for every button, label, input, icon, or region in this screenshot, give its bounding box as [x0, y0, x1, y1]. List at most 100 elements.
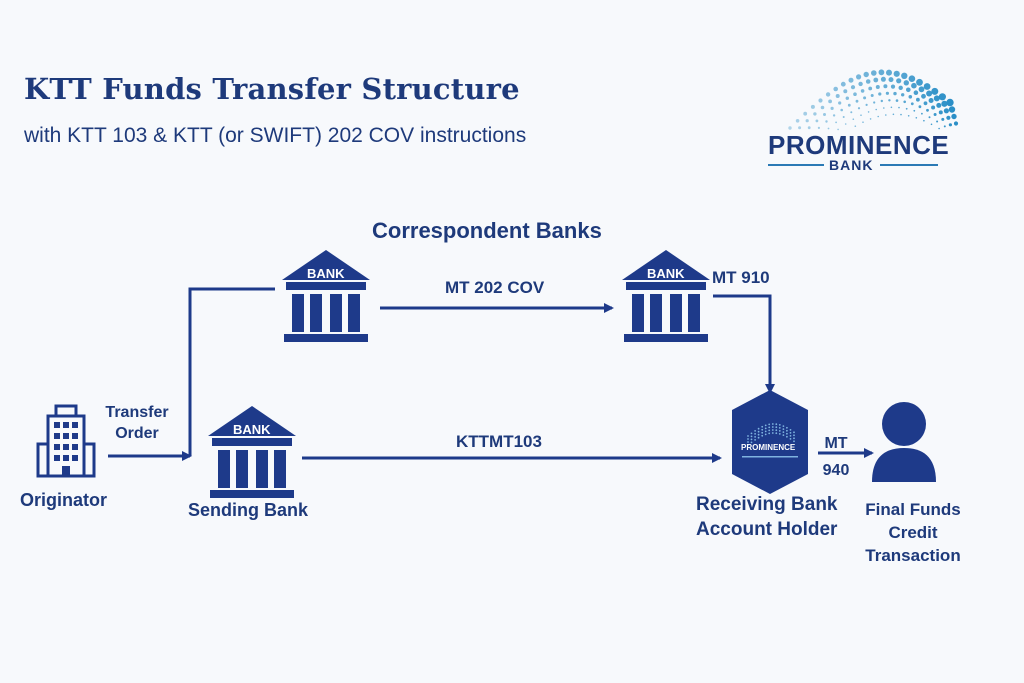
- badge-dot: [775, 429, 778, 432]
- logo-dot: [820, 105, 825, 110]
- logo-dot: [930, 123, 933, 126]
- logo-dot: [923, 119, 925, 122]
- badge-dot: [771, 423, 774, 425]
- badge-dot: [764, 424, 767, 427]
- logo-dot: [798, 126, 802, 130]
- logo-dot: [903, 100, 906, 104]
- logo-dot: [835, 94, 840, 98]
- logo-dot: [828, 99, 832, 104]
- logo-dot: [815, 119, 819, 123]
- logo-dot: [848, 77, 854, 83]
- logo-dot: [938, 127, 940, 130]
- sending-bank-icon: [208, 406, 296, 498]
- badge-dot: [768, 432, 771, 435]
- logo-dot: [867, 111, 870, 113]
- logo-dot: [948, 123, 952, 127]
- logo-dot: [832, 114, 836, 117]
- logo-dot: [854, 125, 857, 127]
- badge-dot: [775, 432, 778, 435]
- badge-dot: [754, 439, 756, 441]
- badge-dot: [789, 438, 792, 440]
- logo-dot: [862, 121, 864, 123]
- transfer-order-label: Transfer Order: [105, 404, 169, 442]
- badge-dot: [789, 429, 792, 431]
- logo-dot: [883, 84, 888, 89]
- logo-dot: [893, 91, 897, 96]
- logo-dot: [923, 101, 928, 106]
- badge-dot: [757, 436, 760, 439]
- logo-dot: [853, 92, 857, 96]
- mt202cov-label: MT 202 COV: [445, 278, 545, 297]
- logo-dot: [788, 126, 792, 130]
- logo-dot: [885, 114, 887, 116]
- badge-dot: [771, 426, 774, 428]
- logo-dot: [842, 116, 845, 118]
- logo-dot: [858, 81, 863, 87]
- logo-dot: [911, 82, 917, 89]
- logo-dot: [918, 86, 925, 93]
- logo-dot: [948, 106, 956, 113]
- badge-dot: [750, 432, 753, 435]
- logo-dot: [825, 120, 828, 123]
- logo-dot: [892, 113, 895, 116]
- badge-dot: [757, 433, 760, 436]
- logo-dot: [901, 72, 908, 79]
- badge-dot: [761, 428, 764, 431]
- badge-dot: [768, 429, 771, 432]
- badge-dot: [761, 425, 764, 428]
- correspondent-bank-2-icon: [622, 250, 710, 342]
- building-icon: [36, 404, 96, 478]
- logo-dot: [835, 121, 837, 124]
- logo-dot: [807, 126, 811, 130]
- logo-dot: [855, 99, 859, 103]
- logo-rule-right: [880, 164, 938, 166]
- badge-dot: [768, 423, 771, 426]
- page-subtitle: with KTT 103 & KTT (or SWIFT) 202 COV in…: [24, 124, 527, 147]
- logo-dot: [840, 81, 846, 87]
- logo-dot: [888, 99, 891, 102]
- badge-dot: [775, 423, 778, 426]
- badge-dot: [793, 437, 795, 440]
- badge-dot: [750, 435, 753, 438]
- badge-dot: [782, 428, 785, 430]
- badge-dot: [771, 432, 774, 434]
- badge-dot: [775, 426, 778, 429]
- bank-roof-label: BANK: [647, 266, 685, 281]
- badge-dot: [786, 435, 788, 438]
- bank-roof-label: BANK: [233, 422, 271, 437]
- badge-dot: [750, 441, 753, 444]
- logo-dot: [850, 85, 856, 90]
- badge-dot: [793, 434, 795, 437]
- logo-dot: [916, 97, 920, 102]
- badge-dot: [782, 434, 785, 436]
- logo-dot: [860, 89, 865, 93]
- logo-dot: [823, 113, 826, 116]
- logo-dot: [868, 86, 873, 91]
- logo-dot: [943, 108, 949, 114]
- logo-wordmark: PROMINENCE: [768, 130, 950, 160]
- logo-dot: [803, 111, 808, 116]
- logo-dot: [886, 69, 892, 76]
- receiving-badge-label: PROMINENCE: [741, 443, 796, 452]
- page-title: KTT Funds Transfer Structure: [24, 72, 520, 106]
- originator-label: Originator: [20, 490, 108, 510]
- bank-roof-label: BANK: [307, 266, 345, 281]
- logo-dot: [931, 105, 936, 110]
- logo-dot: [951, 113, 957, 120]
- logo-dot: [946, 98, 954, 107]
- logo-dot: [871, 70, 877, 76]
- badge-dot: [789, 435, 792, 437]
- logo-dot: [847, 103, 851, 107]
- logo-dot: [901, 93, 905, 97]
- mt940-label: MT 940: [822, 435, 850, 479]
- badge-dot: [786, 426, 788, 429]
- logo-dot: [805, 119, 809, 123]
- logo-dot: [936, 102, 942, 108]
- logo-dot: [890, 106, 893, 109]
- badge-dot: [747, 441, 749, 443]
- logo-dot: [875, 85, 880, 89]
- logo-dot: [938, 93, 946, 101]
- badge-dot: [793, 440, 795, 443]
- badge-dot: [768, 426, 771, 429]
- badge-dot: [778, 427, 781, 429]
